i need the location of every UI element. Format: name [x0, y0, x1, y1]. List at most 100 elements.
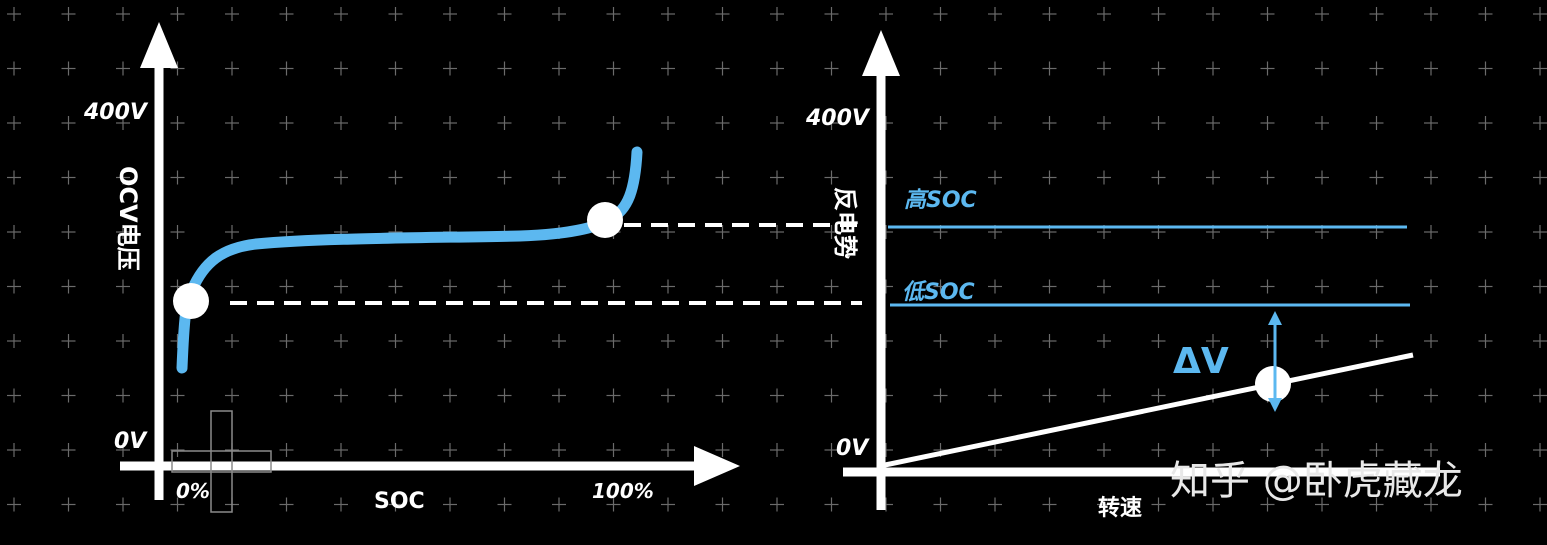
- grid-cross: [933, 61, 948, 76]
- grid-cross: [443, 170, 457, 185]
- grid-cross: [1260, 116, 1275, 130]
- grid-cross: [116, 7, 130, 21]
- grid-cross: [1151, 170, 1166, 185]
- grid-cross: [715, 225, 730, 239]
- grid-cross: [1097, 279, 1111, 294]
- grid-cross: [824, 279, 839, 294]
- grid-cross: [1533, 334, 1547, 348]
- grid-cross: [443, 388, 457, 403]
- grid-cross: [1260, 334, 1275, 348]
- grid-cross: [1151, 7, 1166, 21]
- grid-cross: [279, 497, 294, 512]
- grid-cross: [1042, 443, 1057, 457]
- grid-cross: [116, 225, 130, 239]
- grid-cross: [552, 7, 566, 21]
- grid-cross: [334, 497, 348, 512]
- grid-cross: [824, 388, 839, 403]
- grid-cross: [497, 7, 512, 21]
- grid-cross: [1533, 61, 1547, 76]
- grid-cross: [1369, 334, 1384, 348]
- grid-cross: [1424, 279, 1438, 294]
- grid-cross: [497, 388, 512, 403]
- grid-cross: [988, 497, 1002, 512]
- grid-cross: [497, 497, 512, 512]
- grid-cross: [715, 334, 730, 348]
- grid-cross: [1478, 7, 1493, 21]
- grid-cross: [661, 388, 675, 403]
- grid-cross: [606, 497, 621, 512]
- grid-cross: [661, 170, 675, 185]
- grid-cross: [770, 116, 784, 130]
- grid-cross: [388, 388, 403, 403]
- grid-cross: [1424, 497, 1438, 512]
- grid-cross: [61, 116, 76, 130]
- grid-cross: [1369, 7, 1384, 21]
- grid-cross: [933, 116, 948, 130]
- grid-cross: [61, 279, 76, 294]
- grid-cross: [552, 61, 566, 76]
- grid-cross: [61, 388, 76, 403]
- grid-cross: [61, 7, 76, 21]
- grid-cross: [1533, 443, 1547, 457]
- grid-cross: [1478, 116, 1493, 130]
- grid-cross: [1424, 116, 1438, 130]
- grid-cross: [225, 334, 239, 348]
- grid-cross: [661, 497, 675, 512]
- grid-cross: [1478, 170, 1493, 185]
- grid-cross: [443, 443, 457, 457]
- grid-cross: [552, 279, 566, 294]
- grid-cross: [7, 61, 21, 76]
- grid-cross: [7, 497, 21, 512]
- grid-cross: [1315, 334, 1329, 348]
- grid-cross: [1097, 7, 1111, 21]
- grid-cross: [824, 116, 839, 130]
- grid-cross: [116, 116, 130, 130]
- grid-cross: [497, 334, 512, 348]
- grid-cross: [61, 497, 76, 512]
- grid-cross: [715, 61, 730, 76]
- grid-cross: [279, 7, 294, 21]
- grid-cross: [7, 279, 21, 294]
- grid-cross: [715, 170, 730, 185]
- grid-cross: [1424, 334, 1438, 348]
- grid-cross: [443, 61, 457, 76]
- grid-cross: [225, 225, 239, 239]
- grid-cross: [1369, 279, 1384, 294]
- grid-cross: [279, 443, 294, 457]
- grid-cross: [1424, 7, 1438, 21]
- grid-cross: [661, 116, 675, 130]
- grid-cross: [334, 388, 348, 403]
- grid-cross: [1206, 443, 1220, 457]
- origin-cross-decoration: [171, 410, 272, 513]
- grid-cross: [824, 7, 839, 21]
- grid-cross: [116, 388, 130, 403]
- grid-cross: [61, 334, 76, 348]
- grid-cross: [170, 225, 185, 239]
- grid-cross: [933, 497, 948, 512]
- grid-cross: [552, 388, 566, 403]
- grid-cross: [824, 443, 839, 457]
- intersection-point: [1255, 366, 1291, 402]
- grid-cross: [661, 279, 675, 294]
- grid-cross: [552, 497, 566, 512]
- grid-cross: [225, 279, 239, 294]
- grid-cross: [1533, 497, 1547, 512]
- grid-cross: [552, 443, 566, 457]
- grid-cross: [1369, 116, 1384, 130]
- grid-cross: [606, 116, 621, 130]
- grid-cross: [1369, 61, 1384, 76]
- grid-cross: [552, 170, 566, 185]
- grid-cross: [1315, 116, 1329, 130]
- grid-cross: [988, 7, 1002, 21]
- grid-cross: [334, 116, 348, 130]
- background-grid: [7, 7, 1547, 512]
- left-y-top-tick: 400V: [83, 100, 149, 125]
- grid-cross: [279, 61, 294, 76]
- grid-cross: [7, 170, 21, 185]
- grid-cross: [116, 61, 130, 76]
- grid-cross: [770, 334, 784, 348]
- grid-cross: [388, 61, 403, 76]
- grid-cross: [770, 497, 784, 512]
- grid-cross: [988, 443, 1002, 457]
- grid-cross: [770, 225, 784, 239]
